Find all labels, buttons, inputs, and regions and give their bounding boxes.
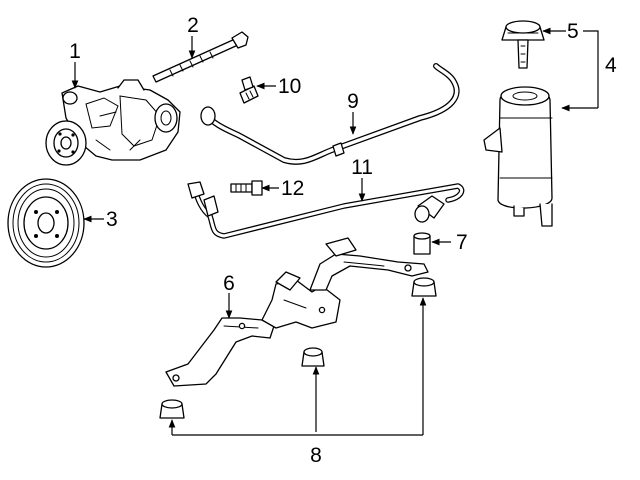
callout-7: 7 [456, 231, 468, 254]
callout-11: 11 [351, 156, 373, 179]
bolt-12 [230, 180, 263, 196]
callout-5: 5 [567, 20, 579, 43]
callout-3: 3 [106, 208, 118, 231]
callout-10: 10 [278, 75, 301, 98]
callout-4: 4 [605, 54, 617, 77]
leader-lines [71, 27, 599, 436]
mounting-bracket [165, 237, 429, 387]
callout-1: 1 [69, 40, 81, 63]
grommet-7 [413, 232, 431, 255]
bolt-10 [239, 76, 259, 104]
pulley [7, 178, 85, 268]
fluid-reservoir [483, 86, 553, 227]
return-hose [200, 63, 460, 165]
power-steering-pump [45, 79, 181, 166]
long-bolt [152, 31, 249, 83]
callout-6: 6 [223, 272, 235, 295]
callout-12: 12 [281, 177, 304, 200]
insulator-left [159, 399, 185, 419]
callout-8: 8 [310, 444, 322, 467]
pressure-line [187, 181, 465, 239]
reservoir-cap [501, 20, 545, 69]
callout-2: 2 [187, 14, 199, 37]
callout-9: 9 [347, 90, 359, 113]
insulator-center [301, 347, 325, 367]
insulator-right [411, 277, 437, 297]
